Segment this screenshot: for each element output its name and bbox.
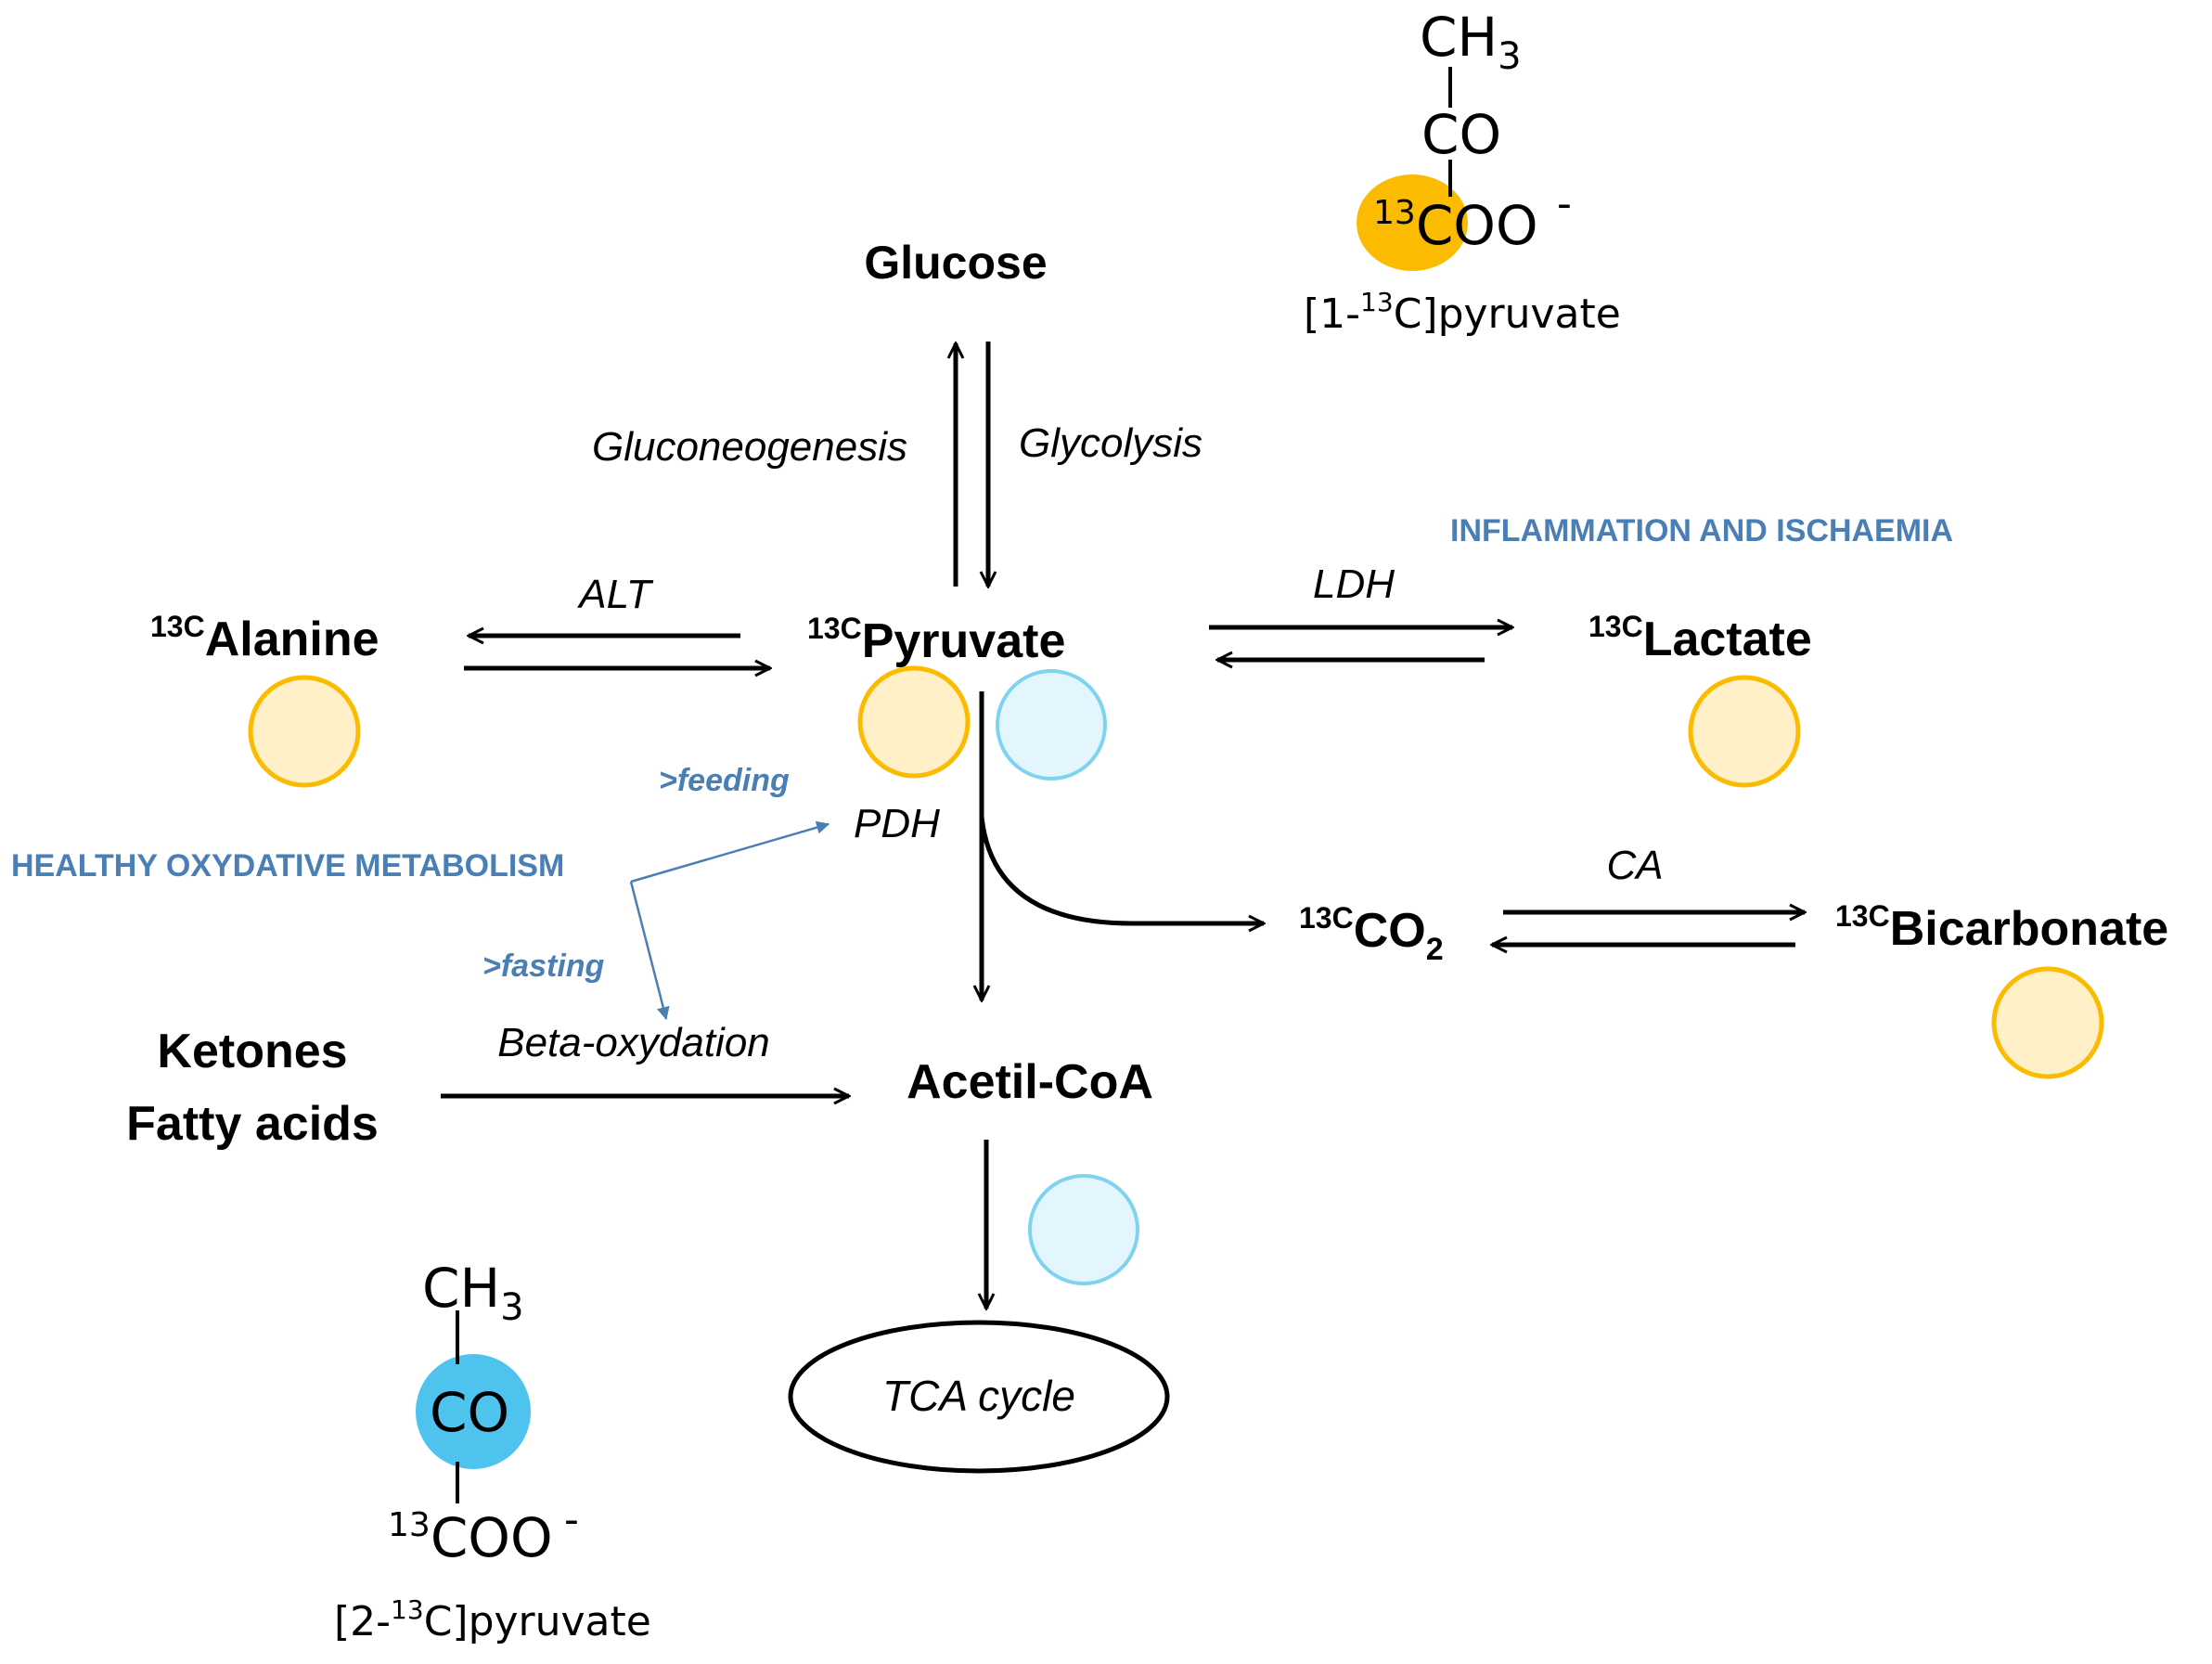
- lactate-name: Lactate: [1643, 613, 1812, 666]
- coo-superscript: 13: [388, 1506, 431, 1544]
- pyruvate-isotope: 13C: [807, 612, 862, 645]
- caption-prefix: [2-: [334, 1598, 391, 1645]
- bicarbonate-name: Bicarbonate: [1890, 902, 2169, 956]
- healthy-metabolism-annotation: HEALTHY OXYDATIVE METABOLISM: [11, 848, 564, 884]
- glycolysis-label: Glycolysis: [1019, 420, 1202, 466]
- svg-text:13CBicarbonate: 13CBicarbonate: [1835, 899, 2168, 956]
- tca-cycle-ellipse: [788, 1320, 1170, 1474]
- coo-charge: -: [564, 1496, 579, 1543]
- svg-text:13CAlanine: 13CAlanine: [150, 610, 379, 666]
- svg-text:CH3: CH3: [1420, 6, 1522, 78]
- svg-text:13COO: 13COO: [388, 1506, 553, 1569]
- feeding-pointer-arrow: [630, 820, 830, 884]
- alanine-name: Alanine: [205, 613, 379, 666]
- co2-name: CO: [1354, 904, 1426, 958]
- inflammation-annotation: INFLAMMATION AND ISCHAEMIA: [1450, 513, 1953, 548]
- co2-isotope: 13C: [1299, 901, 1354, 935]
- coo-superscript: 13: [1373, 194, 1416, 232]
- ch3-subscript: 3: [500, 1286, 523, 1329]
- co-text: CO: [430, 1381, 509, 1444]
- svg-text:13CCO2: 13CCO2: [1299, 901, 1444, 967]
- pyruvate-c1-marker: [857, 665, 971, 779]
- caption-superscript: 13: [1360, 287, 1394, 317]
- alt-label: ALT: [576, 572, 654, 617]
- coo-text: COO: [1416, 194, 1538, 257]
- pdh-label: PDH: [854, 801, 940, 846]
- ca-label: CA: [1606, 843, 1663, 888]
- lactate-c1-marker: [1688, 675, 1801, 788]
- co-text: CO: [1421, 103, 1501, 166]
- svg-text:[2-13C]pyruvate: [2-13C]pyruvate: [334, 1594, 651, 1645]
- caption-prefix: [1-: [1304, 290, 1360, 338]
- structure-2-13c-pyruvate: CH3 CO 13COO - [2-13C]pyruvate: [334, 1257, 651, 1645]
- ketones-label: Ketones: [157, 1025, 347, 1078]
- c1-label-highlight: [1357, 174, 1468, 271]
- pyruvate-c2-marker: [996, 669, 1107, 780]
- ch3-text: CH: [422, 1257, 500, 1320]
- acetyl-coa-c2-marker: [1028, 1174, 1139, 1285]
- fatty-acids-label: Fatty acids: [126, 1097, 379, 1151]
- structure-1-13c-pyruvate: CH3 CO 13COO - [1-13C]pyruvate: [1304, 6, 1621, 338]
- svg-text:CH3: CH3: [422, 1257, 524, 1329]
- co2-release-arrow: [979, 816, 1264, 923]
- acetyl-coa-label: Acetil-CoA: [907, 1055, 1153, 1109]
- gluconeogenesis-label: Gluconeogenesis: [592, 424, 907, 470]
- c2-label-highlight: [416, 1354, 531, 1469]
- ch3-text: CH: [1420, 6, 1498, 69]
- caption-suffix: C]pyruvate: [424, 1598, 651, 1645]
- tca-cycle-label: TCA cycle: [882, 1372, 1075, 1420]
- co2-subscript: 2: [1426, 932, 1444, 967]
- bicarbonate-isotope: 13C: [1835, 899, 1890, 933]
- beta-oxidation-label: Beta-oxydation: [497, 1020, 770, 1065]
- caption-suffix: C]pyruvate: [1394, 290, 1621, 338]
- ldh-label: LDH: [1313, 561, 1395, 607]
- ch3-subscript: 3: [1498, 35, 1521, 78]
- svg-text:13CPyruvate: 13CPyruvate: [807, 612, 1065, 668]
- coo-charge: -: [1557, 180, 1572, 227]
- bicarbonate-c1-marker: [1991, 966, 2104, 1079]
- fasting-pointer-arrow: [629, 881, 670, 1021]
- caption-superscript: 13: [391, 1594, 424, 1625]
- pyruvate-name: Pyruvate: [862, 614, 1066, 668]
- lactate-isotope: 13C: [1588, 610, 1643, 643]
- feeding-annotation: >feeding: [659, 763, 790, 798]
- coo-text: COO: [431, 1506, 553, 1569]
- alanine-isotope: 13C: [150, 610, 205, 643]
- svg-text:13COO: 13COO: [1373, 194, 1538, 257]
- fasting-annotation: >fasting: [482, 948, 605, 984]
- alanine-c1-marker: [248, 675, 361, 788]
- glucose-label: Glucose: [864, 237, 1047, 289]
- svg-text:[1-13C]pyruvate: [1-13C]pyruvate: [1304, 287, 1621, 338]
- svg-text:13CLactate: 13CLactate: [1588, 610, 1812, 666]
